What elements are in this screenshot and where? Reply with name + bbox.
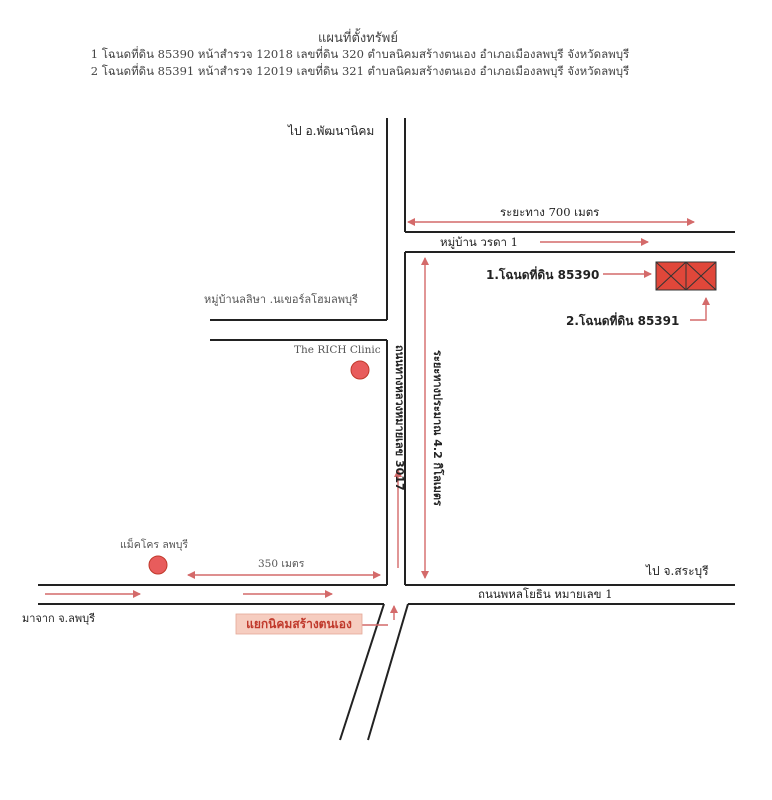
label-makro: แม็คโคร ลพบุรี — [120, 537, 188, 551]
makro-marker — [148, 555, 168, 575]
road-network — [38, 118, 735, 741]
label-village-lalisa: หมู่บ้านลลิษา .นเขอร์ลโฮมลพบุรี — [204, 292, 358, 306]
direction-arrows — [45, 218, 710, 626]
label-plot-2: 2.โฉนดที่ดิน 85391 — [566, 312, 679, 328]
rich-clinic-marker — [350, 360, 370, 380]
label-from-lopburi: มาจาก จ.ลพบุรี — [22, 612, 95, 625]
property-plots — [655, 261, 717, 291]
label-to-phatthana-nikhom: ไป อ.พัฒนานิคม — [287, 124, 374, 138]
plot-2-arrow — [690, 297, 710, 321]
label-distance-350m: 350 เมตร — [258, 558, 305, 570]
junction-badge: แยกนิคมสร้างตนเอง — [235, 613, 363, 635]
label-road-phahonyothin: ถนนพหลโยธิน หมายเลข 1 — [478, 587, 613, 601]
label-to-saraburi: ไป จ.สระบุรี — [645, 564, 709, 579]
label-plot-1: 1.โฉนดที่ดิน 85390 — [486, 266, 599, 282]
title-deed-line-1: 1 โฉนดที่ดิน 85390 หน้าสำรวจ 12018 เลขที… — [91, 46, 629, 61]
label-distance-700m: ระยะทาง 700 เมตร — [500, 205, 599, 219]
label-junction: แยกนิคมสร้างตนเอง — [246, 617, 352, 631]
label-distance-4-2km: ระยะทางประมาณ 4.2 กิโลเมตร — [431, 350, 445, 506]
label-road-3017: ถนนทางหลวงหมายเลข 3017 — [393, 345, 406, 491]
map-title: แผนที่ตั้งทรัพย์ — [318, 28, 398, 46]
title-deed-line-2: 2 โฉนดที่ดิน 85391 หน้าสำรวจ 12019 เลขที… — [91, 63, 629, 78]
label-rich-clinic: The RICH Clinic — [294, 344, 381, 356]
label-village-worada: หมู่บ้าน วรดา 1 — [440, 235, 518, 249]
